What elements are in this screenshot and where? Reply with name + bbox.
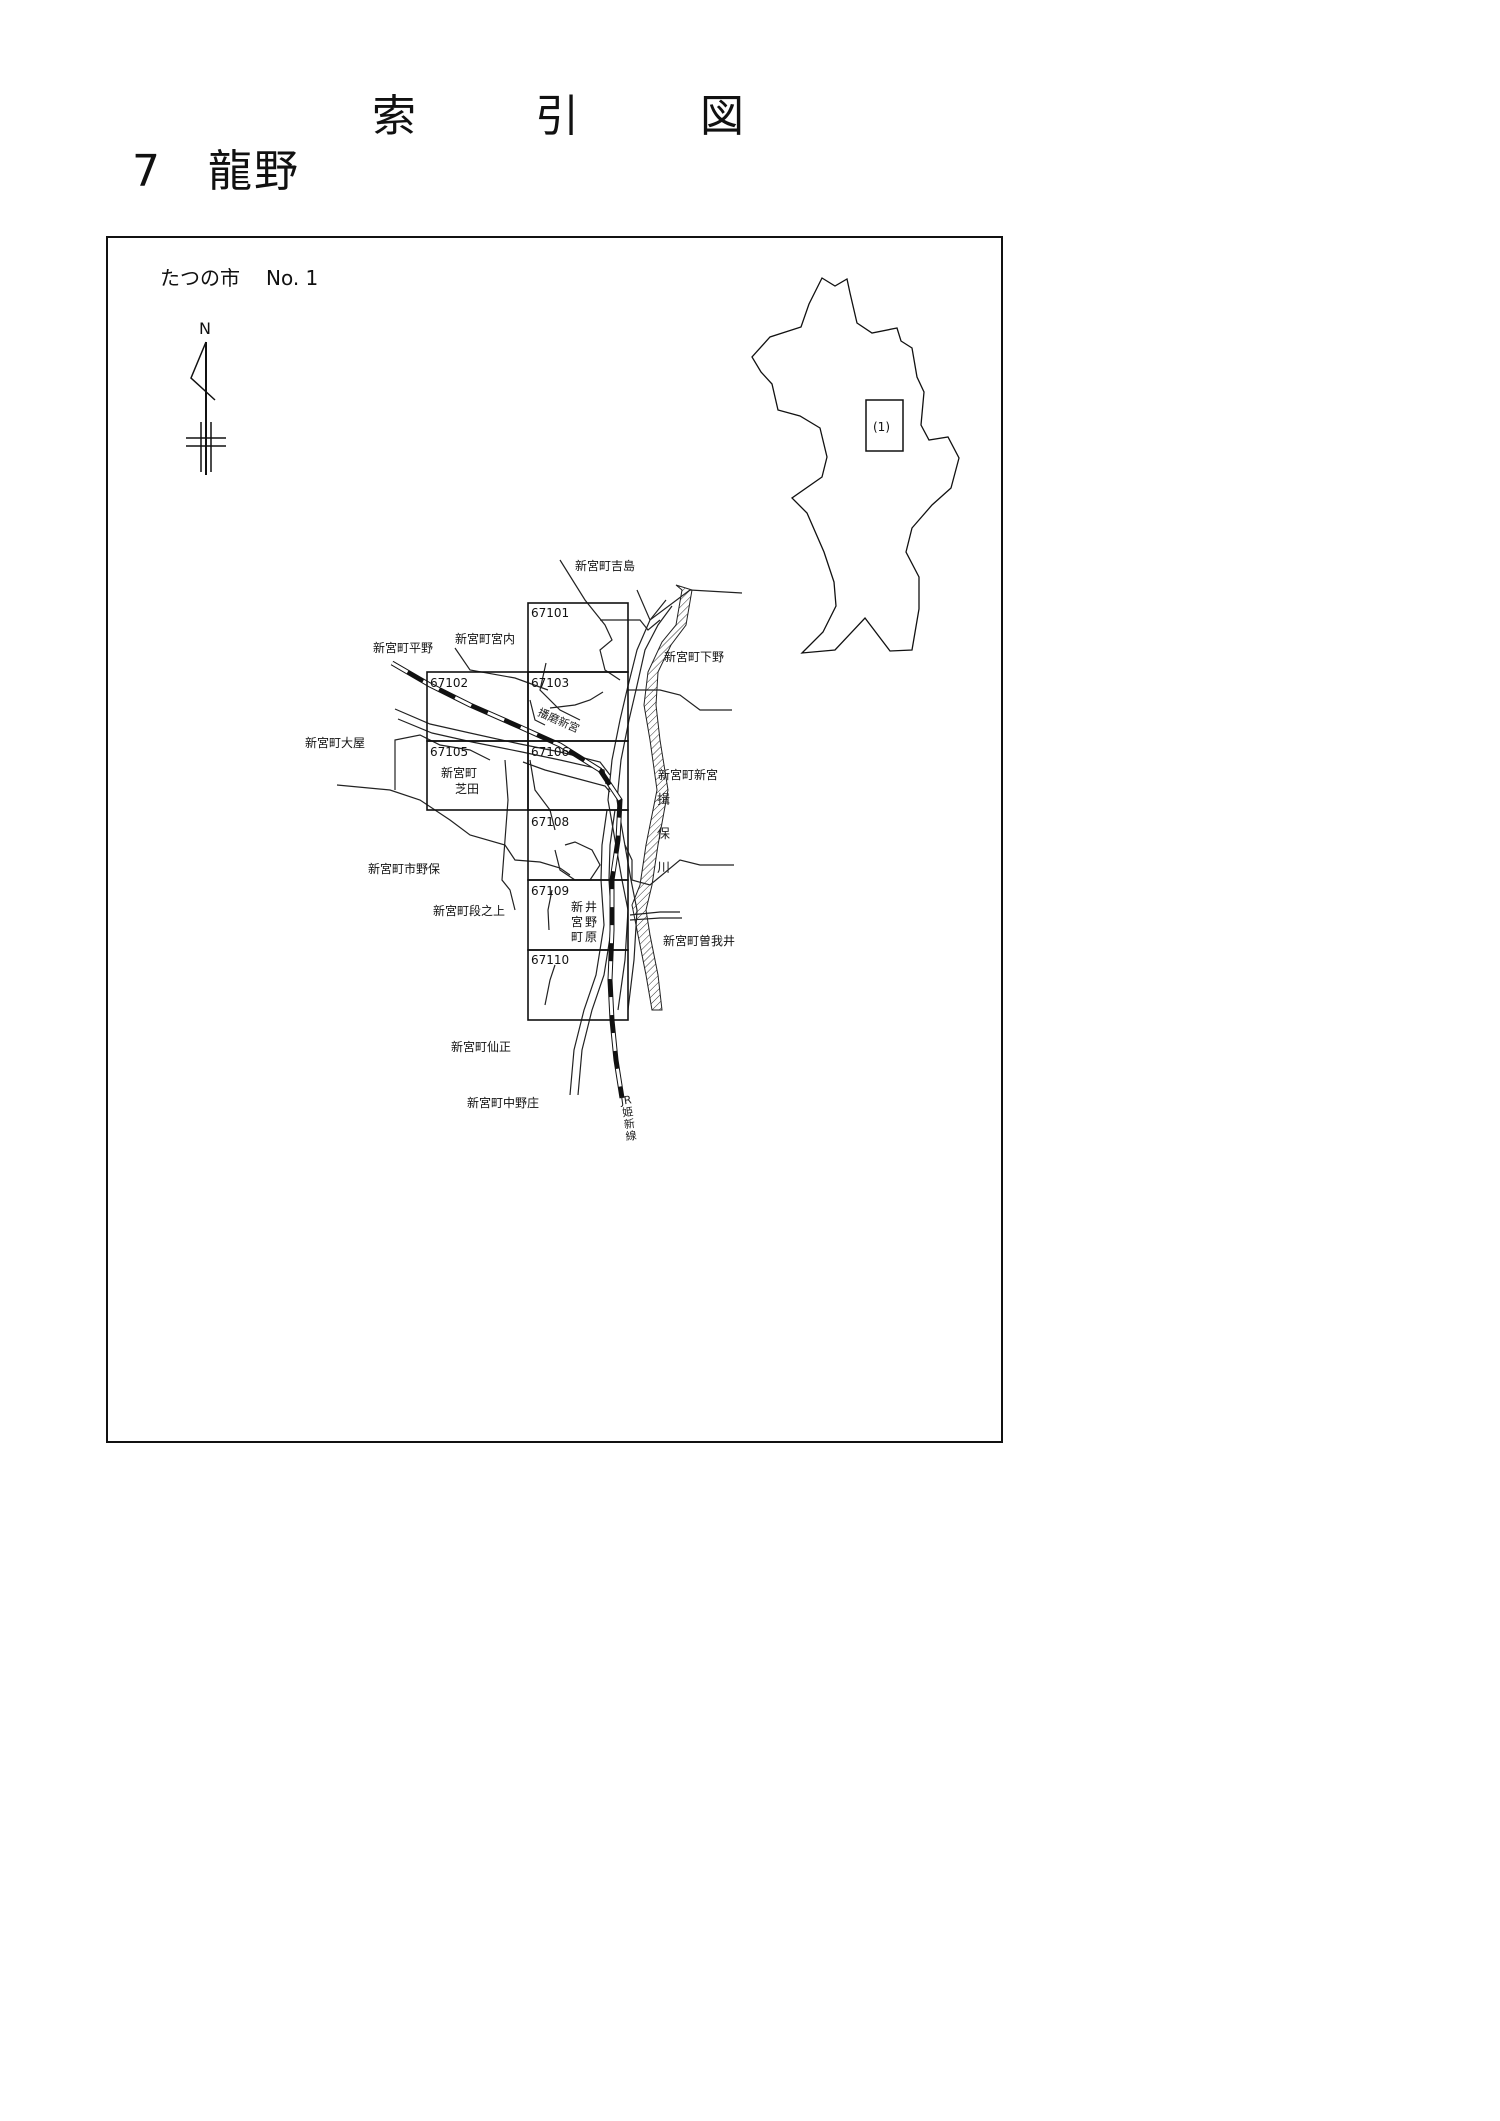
river-label-char: 揖 [657,793,670,808]
place-name: 新宮町仙正 [451,1039,511,1054]
place-name: 新宮町下野 [664,649,724,664]
inset-boundary [751,277,960,654]
river-label-char: 保 [657,827,670,842]
map-frame: たつの市 No. 1 [106,236,1003,1443]
municipality-label: たつの市 [160,266,240,290]
place-name-char: 野 [585,915,597,929]
inset-sheet-box [865,399,904,452]
place-name: 新宮町吉島 [575,558,635,573]
place-name: 新宮町曽我井 [663,933,735,948]
place-name-inohara: 新宮町 井野原 [571,899,597,944]
place-name-char: 町 [571,930,583,944]
place-name: 新宮町宮内 [455,631,515,646]
sheet-67110 [527,949,629,1021]
place-name-char: 宮 [571,914,583,929]
sheet-label: 67105 [430,745,468,759]
sheet-label: 67102 [430,676,468,690]
place-name: 新宮町段之上 [433,903,505,918]
river-label-char: 川 [657,861,670,876]
title-char-1: 索 [372,91,416,142]
sheet-label: 67110 [531,953,569,967]
title-char-3: 図 [700,91,744,142]
railway-label-char: 線 [625,1128,638,1143]
index-map: N (1) [186,277,960,1143]
place-name-char: 原 [585,930,597,944]
sheet-label: 67103 [531,676,569,690]
place-name: 新宮町市野保 [368,861,440,876]
section-title: 7 龍野 [132,150,300,194]
map-title: たつの市 No. 1 [160,268,318,288]
place-name: 新宮町中野庄 [467,1095,539,1110]
river-label: 揖保川 [657,793,670,876]
river-shape [631,584,693,1011]
north-label: N [199,319,211,338]
sheet-label: 67108 [531,815,569,829]
place-name: 新宮町平野 [373,640,433,655]
railway-label-char: 姫 [621,1104,634,1119]
place-name: 新宮町新宮 [658,767,718,782]
railway-label-char: JR [619,1093,633,1108]
sheet-grid [426,602,629,1021]
place-name-char: 井 [585,900,597,914]
sheet-label: 67109 [531,884,569,898]
sheet-label: 67101 [531,606,569,620]
section-name: 龍野 [208,146,300,197]
sheet-number: No. 1 [266,266,319,290]
place-name: 新宮町大屋 [305,735,365,750]
title-char-2: 引 [535,91,579,142]
page-heading: 索 引 図 7 龍野 [0,0,1100,220]
place-name-char: 新 [571,899,583,914]
north-arrow-icon [186,341,226,475]
place-name-line: 新宮町 [441,765,477,780]
place-name-line: 芝田 [455,781,479,796]
section-number: 7 [132,146,162,197]
sheet-label: 67106 [531,745,569,759]
railway-label-char: 新 [623,1116,636,1131]
inset-sheet-label: (1) [873,420,890,434]
railway-line [390,660,625,1099]
